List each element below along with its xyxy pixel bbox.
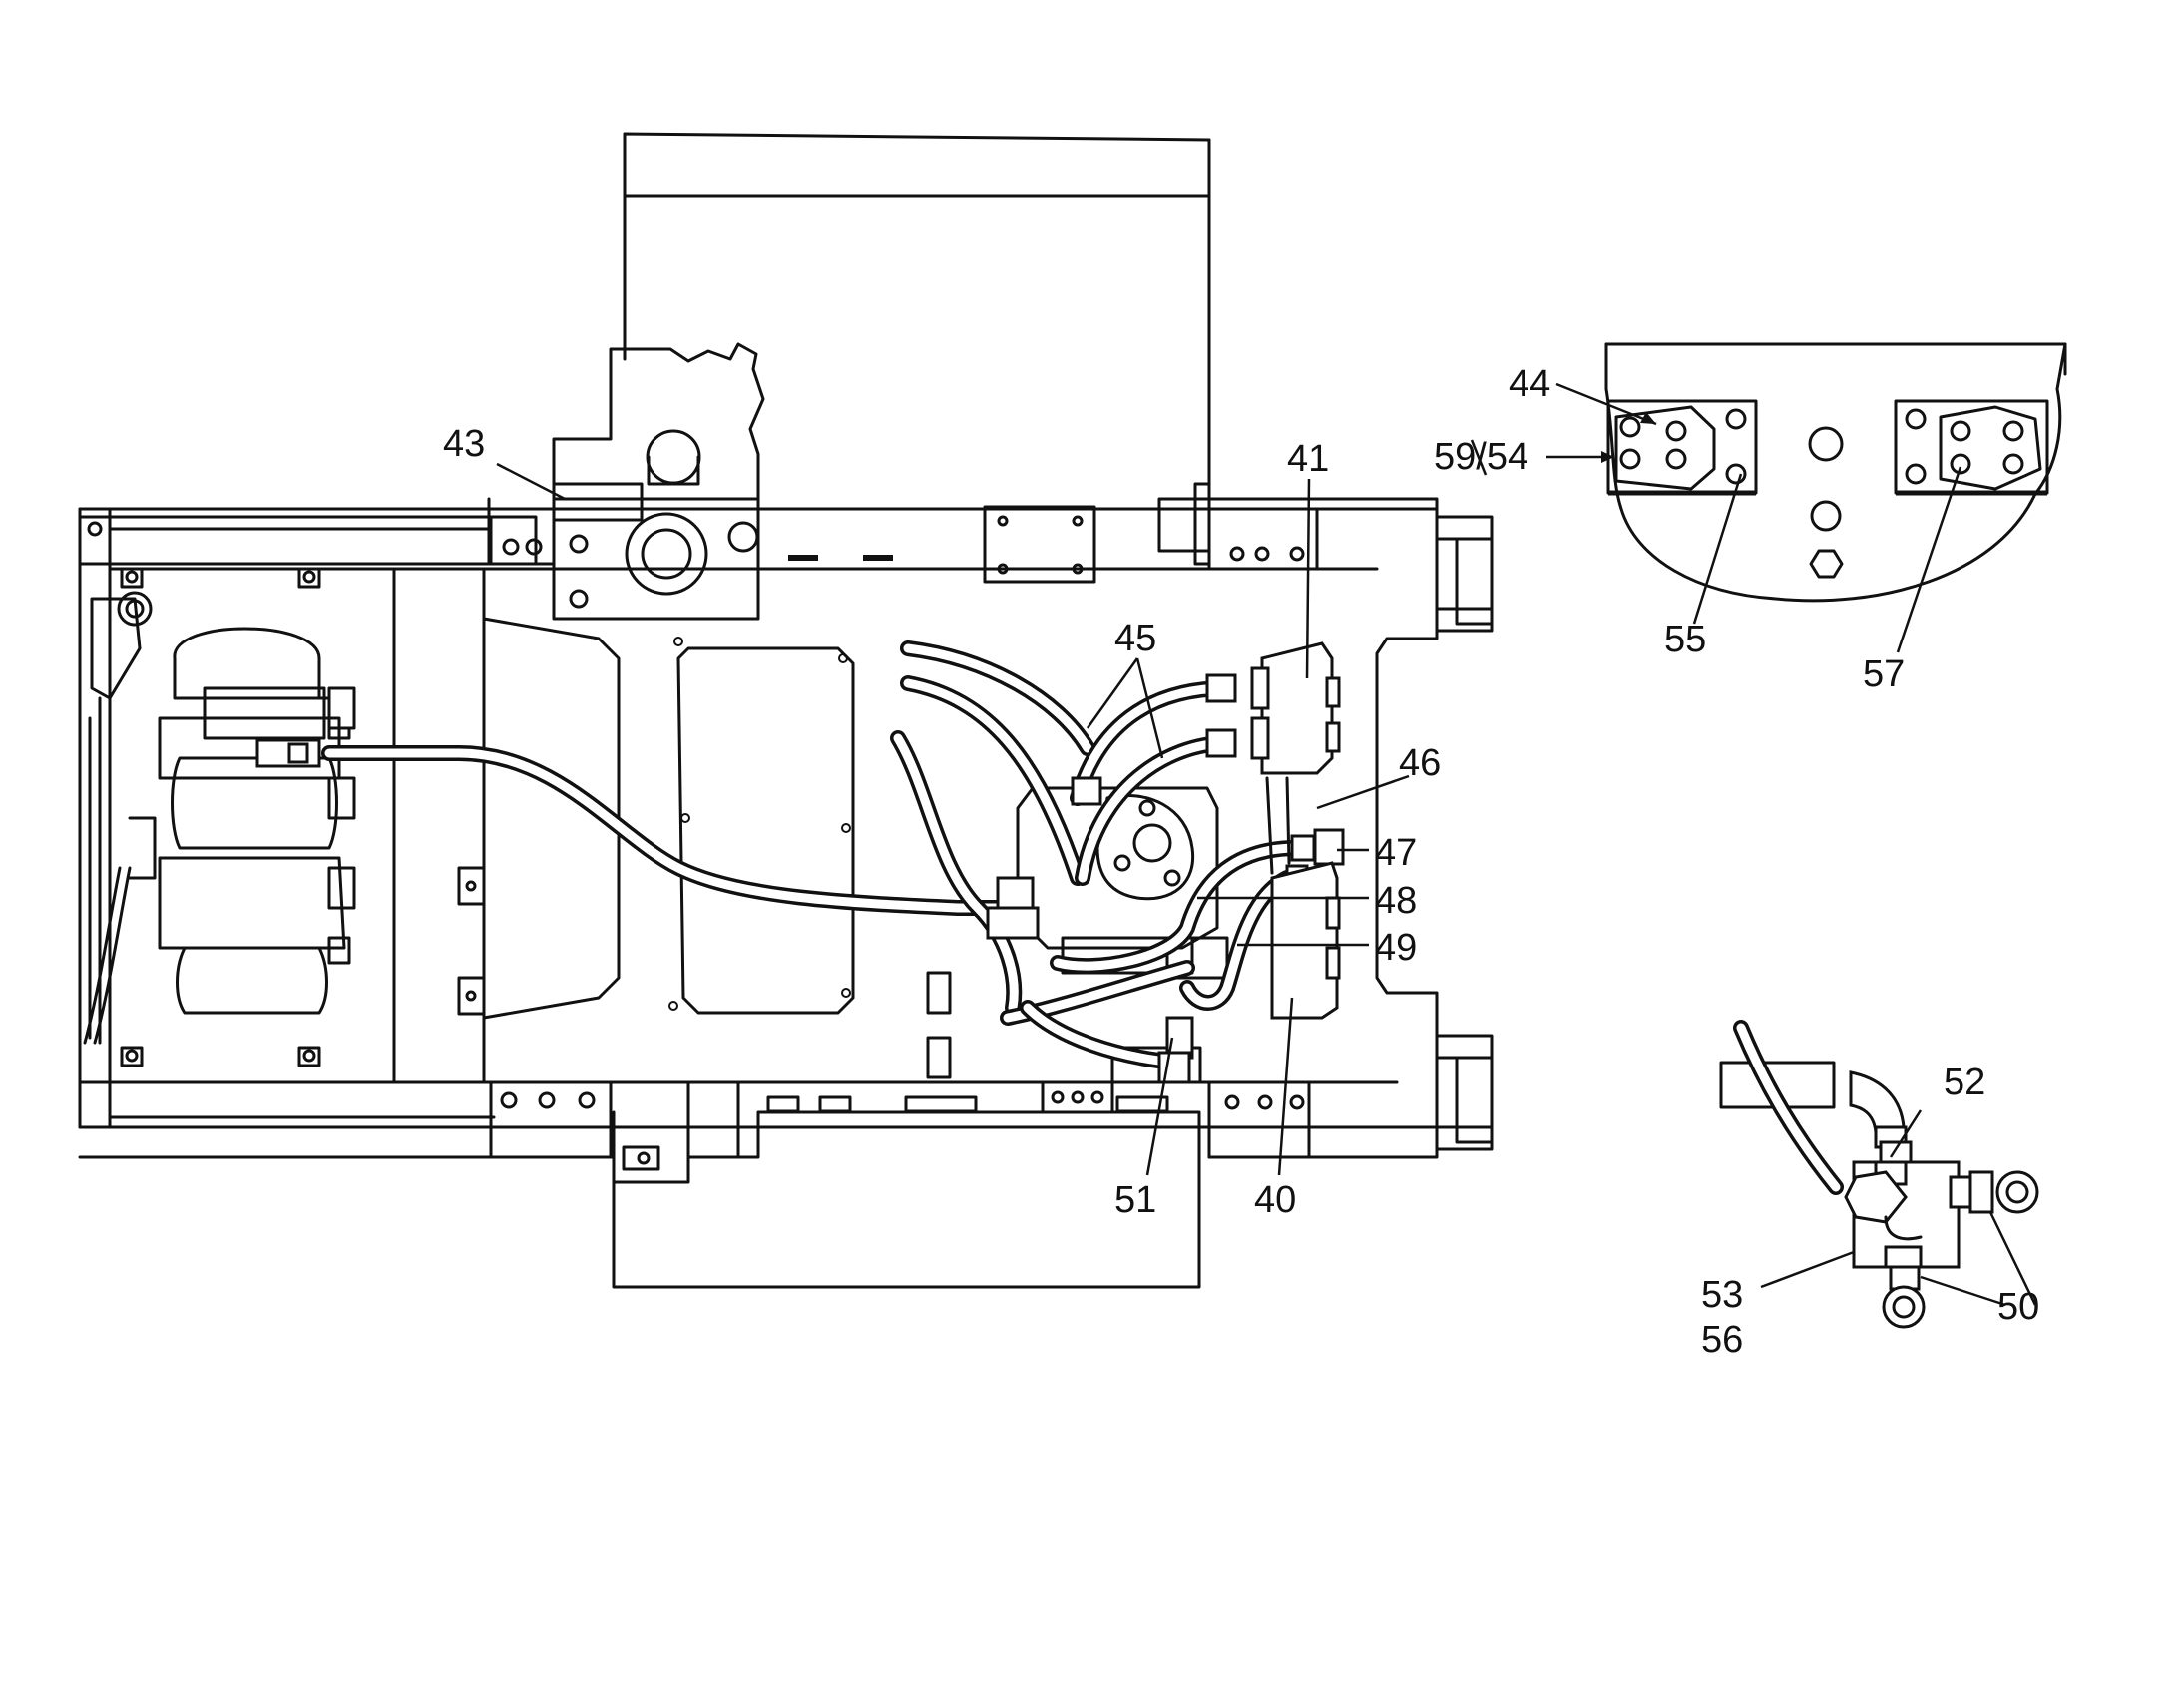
callout-52: 52 bbox=[1944, 1062, 1985, 1103]
callout-49: 49 bbox=[1375, 927, 1417, 969]
callout-55: 55 bbox=[1664, 619, 1706, 660]
callout-50: 50 bbox=[1997, 1286, 2039, 1328]
main-chassis-view bbox=[78, 132, 1494, 1289]
callout-46: 46 bbox=[1399, 742, 1441, 784]
callout-57: 57 bbox=[1863, 653, 1905, 695]
leader-lines bbox=[496, 382, 2037, 1307]
callout-47: 47 bbox=[1375, 832, 1417, 874]
callout-51: 51 bbox=[1114, 1179, 1156, 1221]
callouts: 43 41 45 46 47 48 49 51 40 44 59/54 55 5… bbox=[443, 363, 2039, 1361]
callout-45: 45 bbox=[1114, 618, 1156, 659]
callout-56: 56 bbox=[1701, 1319, 1743, 1361]
callout-53: 53 bbox=[1701, 1274, 1743, 1316]
callout-41: 41 bbox=[1287, 438, 1329, 480]
callout-44: 44 bbox=[1509, 363, 1550, 405]
inset-port-plates bbox=[1604, 342, 2067, 603]
callout-59-54: 59/54 bbox=[1434, 436, 1528, 478]
callout-43: 43 bbox=[443, 423, 485, 465]
callout-40: 40 bbox=[1254, 1179, 1296, 1221]
callout-48: 48 bbox=[1375, 880, 1417, 922]
inset-manifold bbox=[1719, 1020, 2039, 1329]
